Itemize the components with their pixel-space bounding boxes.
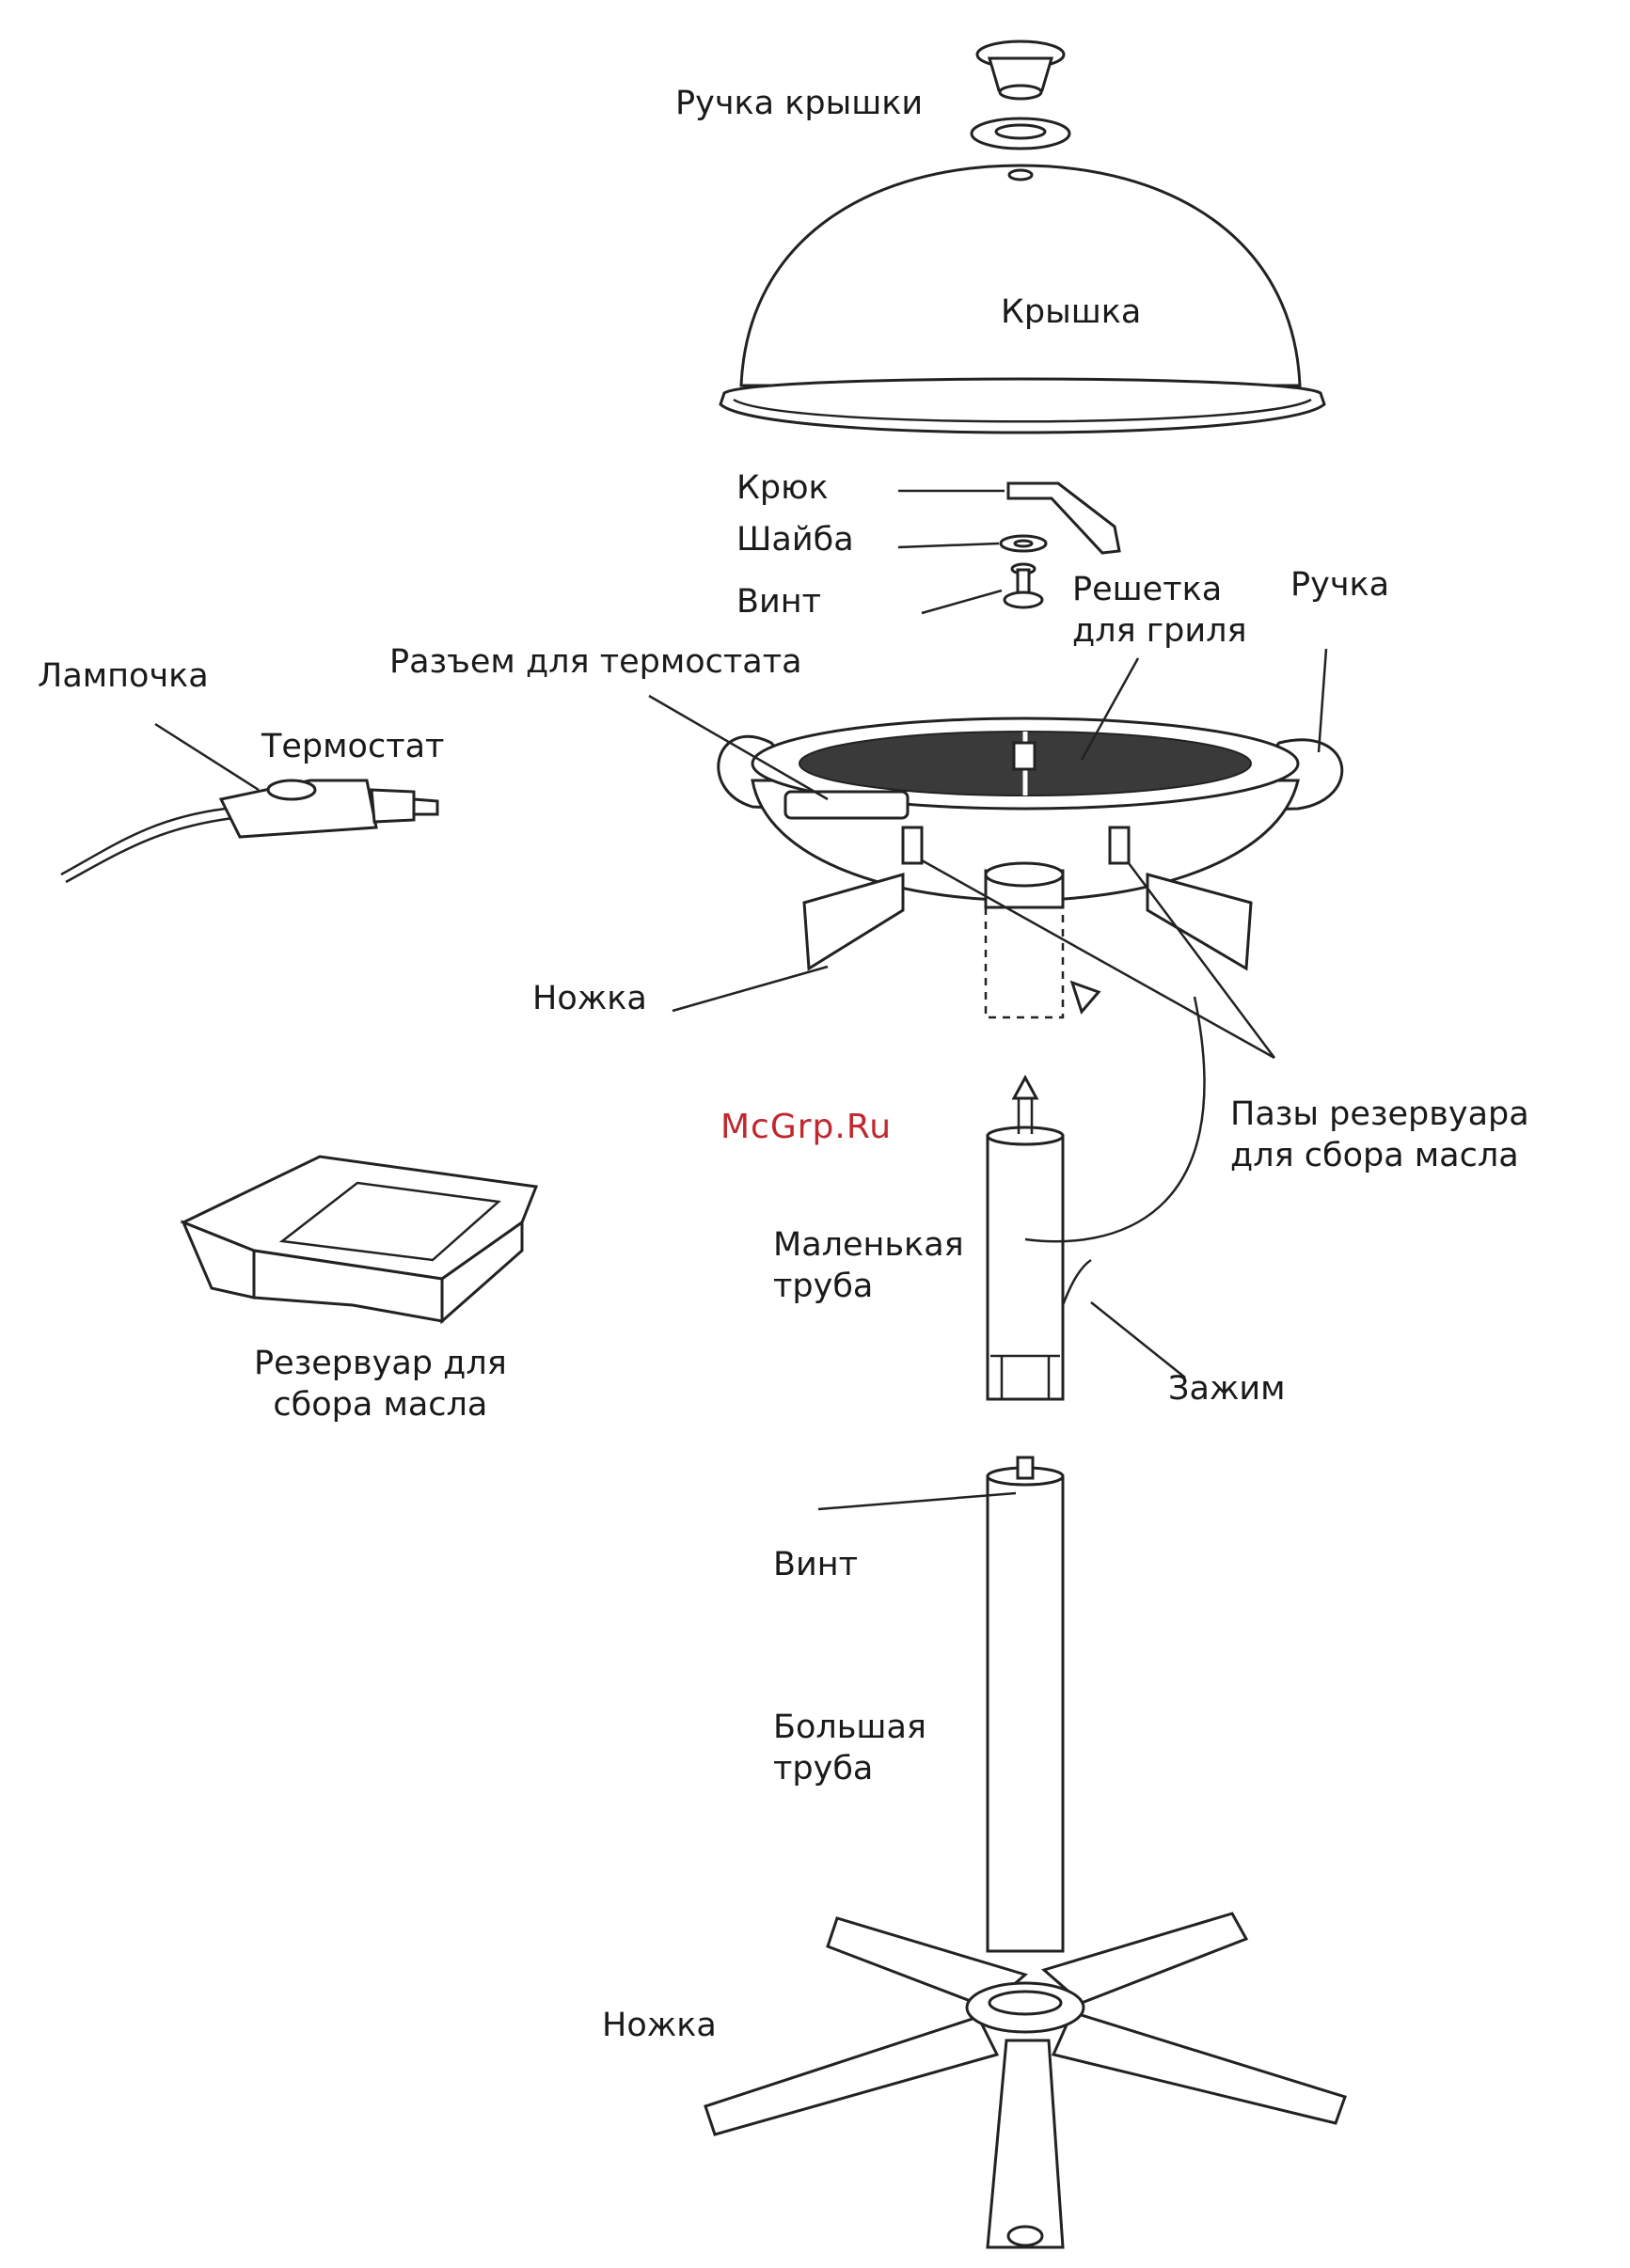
label-clamp: Зажим xyxy=(1168,1368,1286,1410)
label-thermostat: Термостат xyxy=(261,726,444,767)
label-thermostat-socket: Разъем для термостата xyxy=(389,641,802,683)
label-lamp: Лампочка xyxy=(38,655,209,697)
label-small-tube: Маленькая труба xyxy=(773,1224,964,1307)
label-drip-tray-slots: Пазы резервуара для сбора масла xyxy=(1230,1094,1529,1176)
grill-bowl-drawing xyxy=(719,718,1342,1017)
label-screw-bottom: Винт xyxy=(773,1544,858,1585)
screw-top-drawing xyxy=(1005,564,1042,607)
label-drip-tray: Резервуар для сбора масла xyxy=(254,1343,507,1425)
base-drawing xyxy=(705,1914,1345,2247)
label-grill-rack: Решетка для гриля xyxy=(1072,569,1247,652)
label-screw-top: Винт xyxy=(736,581,821,622)
drip-tray-drawing xyxy=(183,1157,536,1321)
label-lid-handle: Ручка крышки xyxy=(675,83,923,124)
label-leg-upper: Ножка xyxy=(532,978,647,1019)
lid-handle-drawing xyxy=(972,41,1069,149)
label-lid: Крышка xyxy=(1001,291,1141,333)
small-tube-drawing xyxy=(988,1078,1063,1399)
thermostat-drawing xyxy=(61,780,437,882)
label-leg-base: Ножка xyxy=(602,2005,717,2046)
large-tube-drawing xyxy=(988,1457,1063,1951)
watermark: McGrp.Ru xyxy=(720,1108,892,1146)
label-side-handle: Ручка xyxy=(1290,564,1389,606)
label-washer: Шайба xyxy=(736,519,854,560)
label-large-tube: Большая труба xyxy=(773,1707,926,1789)
label-hook: Крюк xyxy=(736,467,829,509)
washer-drawing xyxy=(1001,536,1046,551)
